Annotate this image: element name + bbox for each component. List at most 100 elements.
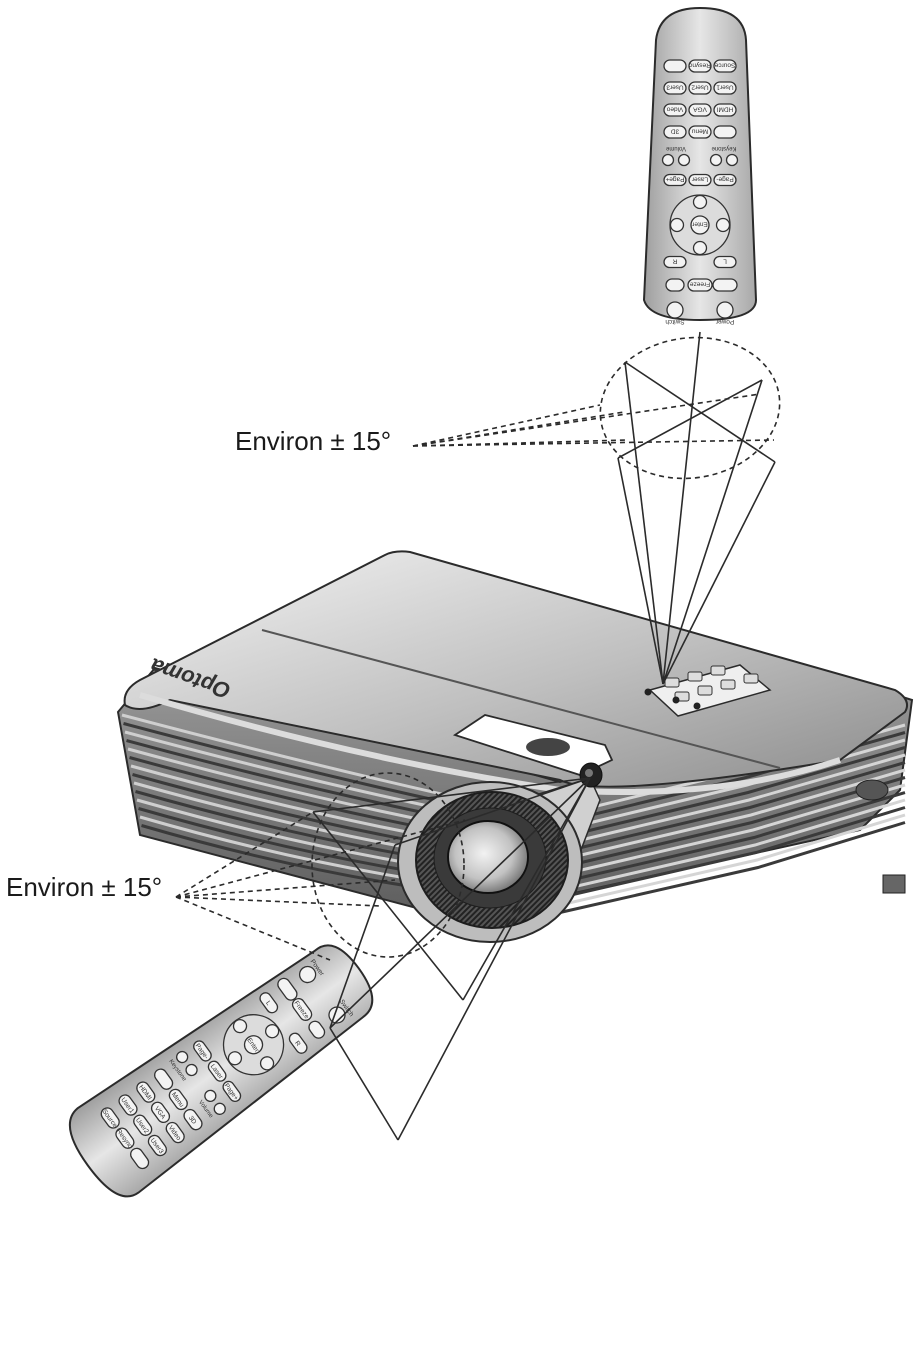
top-remote-laser-label: Laser	[691, 176, 708, 183]
top-remote-blank-button-shape	[712, 278, 738, 292]
vent-slat	[559, 821, 906, 914]
top-remote-user3-button-shape	[663, 81, 687, 95]
bottom-remote-mute-button	[308, 1020, 326, 1039]
projector: Optoma	[116, 550, 914, 943]
bottom-remote-r-button-shape	[288, 1032, 308, 1054]
top-remote-user2-label: User2	[691, 84, 709, 91]
bottom-remote-three-d-label: 3D	[187, 1115, 198, 1126]
ir-signal-top	[412, 331, 781, 685]
front-lip	[139, 692, 841, 795]
top-remote-user2-button-shape	[688, 81, 712, 95]
top-remote-vga-button: VGA	[688, 103, 712, 117]
solid-ray	[397, 777, 591, 1141]
top-remote-left-button-shape	[715, 217, 731, 233]
bottom-remote-up-button	[264, 1024, 280, 1039]
solid-ray	[312, 777, 591, 813]
top-remote-up-button	[692, 240, 708, 256]
vent-slat	[559, 761, 906, 854]
vent-slat	[559, 813, 906, 907]
dashed-ray	[412, 439, 775, 447]
bottom-remote-video-button-shape	[165, 1121, 185, 1144]
top-remote-user1-label: User1	[716, 84, 734, 91]
top-remote-hdmi-button-shape	[713, 103, 737, 117]
top-remote-volume-minus-button-shape	[661, 153, 675, 167]
bottom-remote-volume-minus-button	[213, 1102, 226, 1115]
top-remote-switch-text: Switch	[665, 318, 685, 325]
top-remote-keystone-plus-button-shape	[725, 153, 739, 167]
top-remote-volume-plus-button-shape	[677, 153, 691, 167]
top-remote-keystone-minus-button-shape	[709, 153, 723, 167]
top-remote-vga-label: VGA	[692, 106, 706, 113]
bottom-remote-l-button-shape	[259, 992, 279, 1014]
top-remote-user3-label: User3	[666, 84, 684, 91]
bottom-remote-aspect-button	[154, 1068, 174, 1090]
bottom-remote-aspect-button	[130, 1147, 150, 1170]
top-remote-keystone-text: Keystone	[711, 145, 737, 151]
top-remote-enter-label: Enter	[691, 221, 707, 228]
control-keypad	[644, 664, 772, 717]
top-remote-enter-button-shape	[690, 215, 710, 235]
remote-bottom-body	[68, 944, 374, 1198]
dashed-ray	[175, 819, 466, 898]
vent-slat	[559, 768, 906, 862]
bottom-remote-three-d-button-shape	[183, 1108, 203, 1131]
zoom-ring	[526, 738, 570, 756]
top-remote-r-button: R	[663, 255, 687, 269]
top-panel-seam	[261, 629, 781, 769]
angle-label-top: Environ ± 15°	[235, 426, 392, 456]
top-remote-power-text: Power	[715, 318, 734, 325]
ir-signal-bottom	[175, 772, 591, 1141]
angle-circle-top	[599, 336, 781, 480]
remote-control-top: PowerSwitchFreezeLREnterPage-LaserPage+K…	[642, 6, 758, 325]
top-remote-volume-text: Volume	[665, 145, 686, 151]
bottom-remote-right-button	[259, 1056, 275, 1071]
top-remote-switch-icon-button-shape	[666, 301, 684, 319]
top-remote-video-button-shape	[663, 103, 687, 117]
bottom-remote-page-plus-button-shape	[222, 1080, 242, 1103]
solid-ray	[617, 457, 664, 685]
dashed-ray	[175, 896, 381, 907]
bottom-remote-hdmi-button-shape	[136, 1081, 156, 1103]
rear-connector	[882, 874, 906, 894]
bottom-remote-user3-button-shape	[147, 1134, 167, 1157]
angle-label-bottom: Environ ± 15°	[6, 872, 163, 902]
bottom-remote-resync-button-shape	[115, 1127, 135, 1149]
top-remote-resync-button-shape	[688, 59, 712, 73]
vent-slat	[559, 798, 906, 892]
top-remote-volume-plus-button	[677, 153, 691, 167]
bottom-remote-vga-button-shape	[150, 1101, 171, 1124]
top-remote-user2-button: User2	[688, 81, 712, 95]
bottom-remote-left-button-shape	[232, 1018, 248, 1034]
top-remote-menu-button-shape	[688, 125, 712, 139]
dashed-ray	[175, 879, 396, 898]
top-remote-volume-minus-button	[661, 153, 675, 167]
dashed-ray	[412, 393, 761, 447]
bottom-remote-down-button-shape	[227, 1051, 243, 1066]
top-remote-enter-button: Enter	[690, 215, 710, 235]
top-remote-three-d-button-shape	[663, 125, 687, 139]
solid-ray	[329, 1027, 399, 1141]
bottom-remote-l-button: L	[259, 992, 279, 1014]
bottom-remote-volume-plus-button	[204, 1089, 217, 1103]
bottom-remote-enter-button: Enter	[243, 1035, 264, 1055]
top-remote-laser-button: Laser	[688, 173, 712, 187]
top-remote-right-button	[669, 217, 685, 233]
bottom-remote-keystone-plus-button-shape	[175, 1050, 189, 1064]
angle-circle-bottom	[311, 772, 465, 958]
top-remote-user1-button-shape	[713, 81, 737, 95]
top-remote-switch-icon-button	[666, 301, 684, 319]
top-remote-user1-button: User1	[713, 81, 737, 95]
top-remote-source-button: Source	[713, 59, 737, 73]
top-remote-aspect-button-shape	[663, 59, 687, 73]
top-remote-three-d-button: 3D	[663, 125, 687, 139]
top-remote-page-plus-label: Page+	[665, 176, 684, 183]
solid-ray	[394, 777, 591, 846]
solid-ray	[662, 331, 701, 685]
bottom-remote-vga-button: VGA	[150, 1101, 171, 1124]
solid-ray	[462, 777, 591, 1001]
lens-glass	[447, 820, 529, 894]
top-remote-up-button-shape	[692, 240, 708, 256]
top-remote-resync-button: Resync	[688, 59, 712, 73]
projector-top-shell	[123, 550, 908, 788]
